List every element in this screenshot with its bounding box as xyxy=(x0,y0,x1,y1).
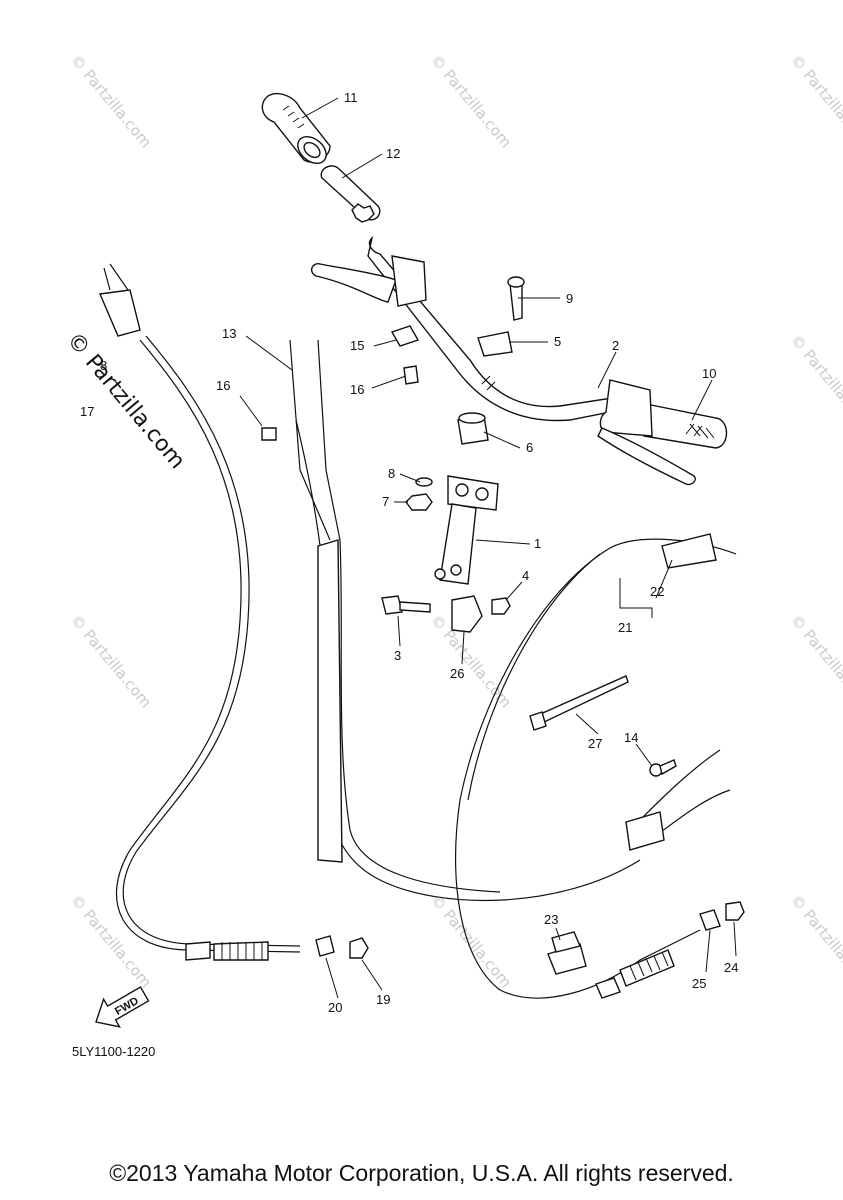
callout-6: 6 xyxy=(526,440,533,455)
callout-21: 21 xyxy=(618,620,632,635)
lower-holder-6 xyxy=(457,412,489,445)
callouts: 11 12 9 5 2 10 13 15 16 16 8 17 6 8 7 1 … xyxy=(80,90,738,1015)
callout-23: 23 xyxy=(544,912,558,927)
callout-4: 4 xyxy=(522,568,529,583)
grip-left xyxy=(261,92,331,164)
bolt-3 xyxy=(381,595,431,615)
watermark-faint: © Partzilla.com xyxy=(67,611,155,711)
watermark-faint: © Partzilla.com xyxy=(787,51,843,151)
watermark-partzilla: © Partzilla.com xyxy=(61,328,189,474)
callout-16: 16 xyxy=(216,378,230,393)
adjuster-right xyxy=(595,949,675,999)
callout-25: 25 xyxy=(692,976,706,991)
copyright-text: ©2013 Yamaha Motor Corporation, U.S.A. A… xyxy=(109,1160,734,1186)
leader-lines xyxy=(239,97,737,999)
callout-11: 11 xyxy=(344,90,358,105)
watermark-faint: © Partzilla.com xyxy=(787,611,843,711)
callout-8: 8 xyxy=(100,358,107,373)
nut-7 xyxy=(405,493,433,511)
watermark-faint: © Partzilla.com xyxy=(67,891,155,991)
callout-22: 22 xyxy=(650,584,664,599)
callout-14: 14 xyxy=(624,730,638,745)
watermark-faint: © Partzilla.com xyxy=(427,891,515,991)
cables xyxy=(98,263,737,999)
fwd-label: FWD xyxy=(113,995,141,1018)
callout-10: 10 xyxy=(702,366,716,381)
callout-7: 7 xyxy=(382,494,389,509)
callout-2: 2 xyxy=(612,338,619,353)
watermark-faint: © Partzilla.com xyxy=(787,331,843,431)
screw-16-lower xyxy=(261,427,277,441)
cable-tie-27 xyxy=(529,675,629,731)
callout-24: 24 xyxy=(724,960,738,975)
callout-16: 16 xyxy=(350,382,364,397)
callout-3: 3 xyxy=(394,648,401,663)
bracket-1 xyxy=(434,475,499,585)
watermark-faint: © Partzilla.com xyxy=(427,51,515,151)
parts-24-25 xyxy=(699,901,745,931)
callout-1: 1 xyxy=(534,536,541,551)
adjuster-left xyxy=(185,941,269,961)
plate-26 xyxy=(451,595,483,633)
watermark-faint: © Partzilla.com xyxy=(787,891,843,991)
callout-27: 27 xyxy=(588,736,602,751)
parts-19-20 xyxy=(315,935,369,959)
watermark-faint: © Partzilla.com xyxy=(67,51,155,151)
callout-15: 15 xyxy=(350,338,364,353)
callout-20: 20 xyxy=(328,1000,342,1015)
callout-8: 8 xyxy=(388,466,395,481)
washer-8 xyxy=(415,477,433,487)
throttle-tube xyxy=(320,165,381,223)
callout-13: 13 xyxy=(222,326,236,341)
handlebar xyxy=(310,235,728,486)
holder-23 xyxy=(547,931,587,975)
screw-16-upper xyxy=(403,365,419,385)
diagram-code: 5LY1100-1220 xyxy=(72,1044,156,1059)
callout-26: 26 xyxy=(450,666,464,681)
callout-12: 12 xyxy=(386,146,400,161)
clamp-15 xyxy=(390,325,420,347)
callout-17: 17 xyxy=(80,404,94,419)
callout-9: 9 xyxy=(566,291,573,306)
screw-14 xyxy=(649,759,677,777)
upper-holder-5 xyxy=(477,276,525,357)
nut-4 xyxy=(491,597,511,615)
callout-19: 19 xyxy=(376,992,390,1007)
callout-5: 5 xyxy=(554,334,561,349)
